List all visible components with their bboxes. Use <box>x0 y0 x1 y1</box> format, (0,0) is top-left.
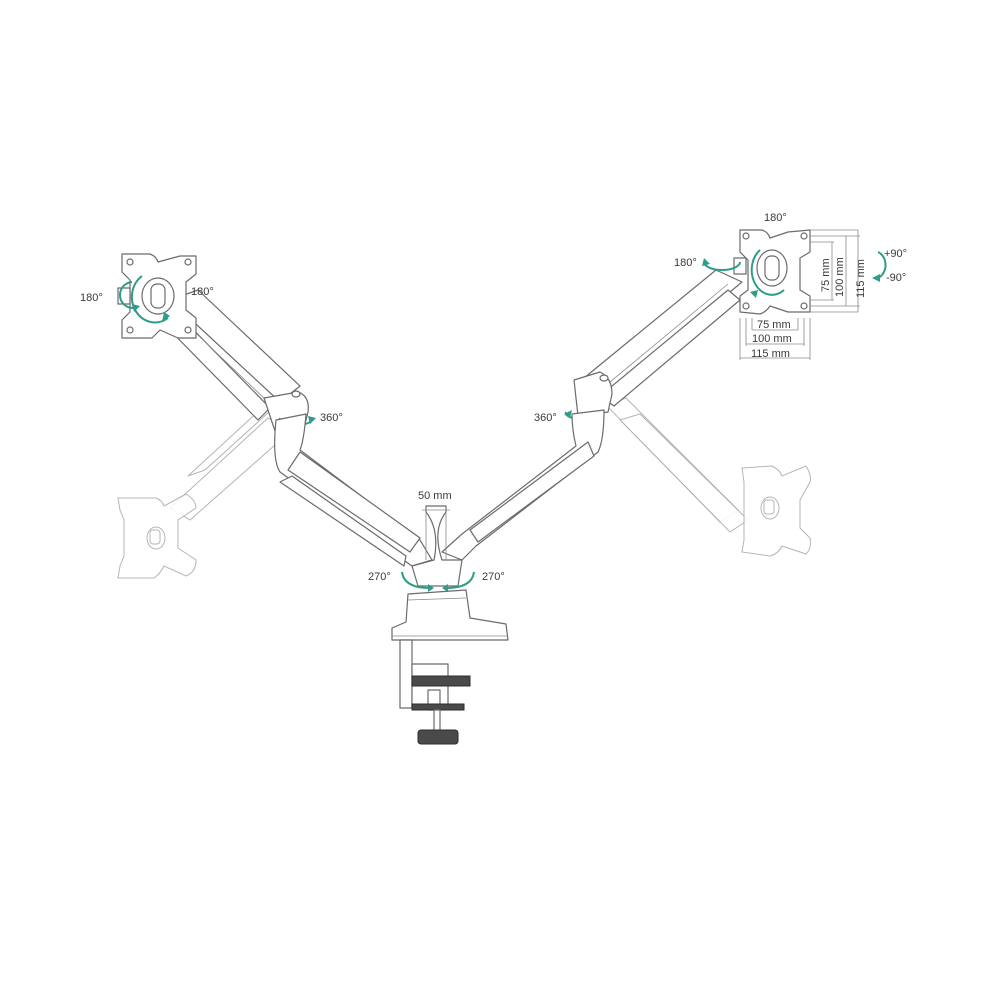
right-ghost-arm <box>605 397 811 557</box>
right-plate-left-label: 180° <box>674 257 697 269</box>
vesa-v-75: 75 mm <box>820 258 832 292</box>
center-post <box>411 505 463 587</box>
base-right-label: 270° <box>482 571 505 583</box>
right-elbow-label: 360° <box>534 412 557 424</box>
tilt-up-label: +90° <box>884 248 907 260</box>
right-plate-top-label: 180° <box>764 212 787 224</box>
vesa-dimension-lines <box>739 229 860 360</box>
right-vesa-plate <box>702 229 811 315</box>
right-upper-arm <box>573 269 743 417</box>
left-plate-left-label: 180° <box>80 292 103 304</box>
left-vesa-plate <box>117 253 197 339</box>
tilt-arrow <box>877 251 887 279</box>
vesa-h-100: 100 mm <box>752 333 792 345</box>
center-width-label: 50 mm <box>418 490 452 502</box>
base-arrow-left <box>401 571 431 589</box>
vesa-h-115: 115 mm <box>751 348 790 360</box>
left-ghost-arm <box>117 401 293 579</box>
desk-clamp <box>391 589 509 745</box>
base-arrow-right <box>445 571 475 589</box>
rotation-arrow-left <box>130 275 169 324</box>
rotation-arrow-right <box>750 249 785 296</box>
vesa-v-115: 115 mm <box>855 259 867 298</box>
left-plate-right-label: 180° <box>191 286 214 298</box>
right-lower-arm <box>441 409 605 561</box>
tilt-down-label: -90° <box>886 272 906 284</box>
base-left-label: 270° <box>368 571 391 583</box>
left-elbow-label: 360° <box>320 412 343 424</box>
vesa-v-100: 100 mm <box>834 257 846 297</box>
left-lower-arm <box>274 413 433 567</box>
swivel-arrow-left <box>119 281 135 310</box>
vesa-h-75: 75 mm <box>757 319 791 331</box>
